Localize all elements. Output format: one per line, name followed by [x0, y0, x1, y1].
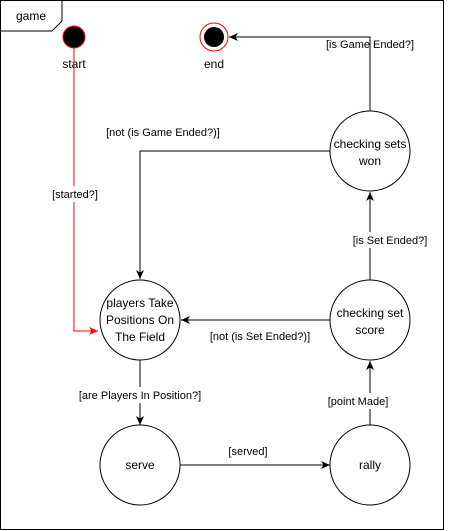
- state-label-serve: serve: [125, 458, 155, 472]
- label-bg-players-in-position: [77, 387, 204, 403]
- transition-label-players-in-position: [are Players In Position?]: [79, 390, 201, 402]
- transition-label-is-set-ended: [is Set Ended?]: [353, 235, 428, 247]
- end-node-core: [204, 27, 224, 47]
- state-label-rally: rally: [359, 458, 381, 472]
- frame-title-tab: [0, 0, 63, 32]
- state-label-checking-set-score-line1: checking set: [337, 306, 404, 320]
- label-bg-point-made: [325, 393, 391, 409]
- state-label-checking-sets-won-line1: checking sets: [334, 137, 407, 151]
- state-label-checking-sets-won-line2: won: [358, 154, 381, 168]
- state-label-players-line1: players Take: [106, 296, 173, 310]
- transition-label-served: [served]: [228, 446, 267, 458]
- transition-is-game-ended: [229, 33, 371, 111]
- state-checking-sets-won: [329, 110, 411, 192]
- transition-label-not-game-ended: [not (is Game Ended?)]: [106, 127, 220, 139]
- label-bg-is-set-ended: [350, 232, 430, 248]
- transition-label-not-set-ended: [not (is Set Ended?)]: [210, 331, 310, 343]
- start-node: [62, 25, 86, 49]
- state-checking-set-score: [329, 279, 411, 361]
- transition-started: [73, 48, 98, 335]
- state-label-players-line2: Positions On: [106, 313, 174, 327]
- transition-label-started: [started?]: [52, 189, 98, 201]
- label-bg-started: [48, 186, 102, 202]
- frame-title: game: [16, 9, 46, 23]
- transition-not-game-ended: [136, 150, 330, 279]
- transition-label-is-game-ended: [is Game Ended?]: [326, 39, 414, 51]
- state-label-players-line3: The Field: [115, 330, 165, 344]
- end-label: end: [204, 57, 224, 71]
- state-label-checking-set-score-line2: score: [355, 323, 385, 337]
- transition-label-point-made: [point Made]: [328, 396, 389, 408]
